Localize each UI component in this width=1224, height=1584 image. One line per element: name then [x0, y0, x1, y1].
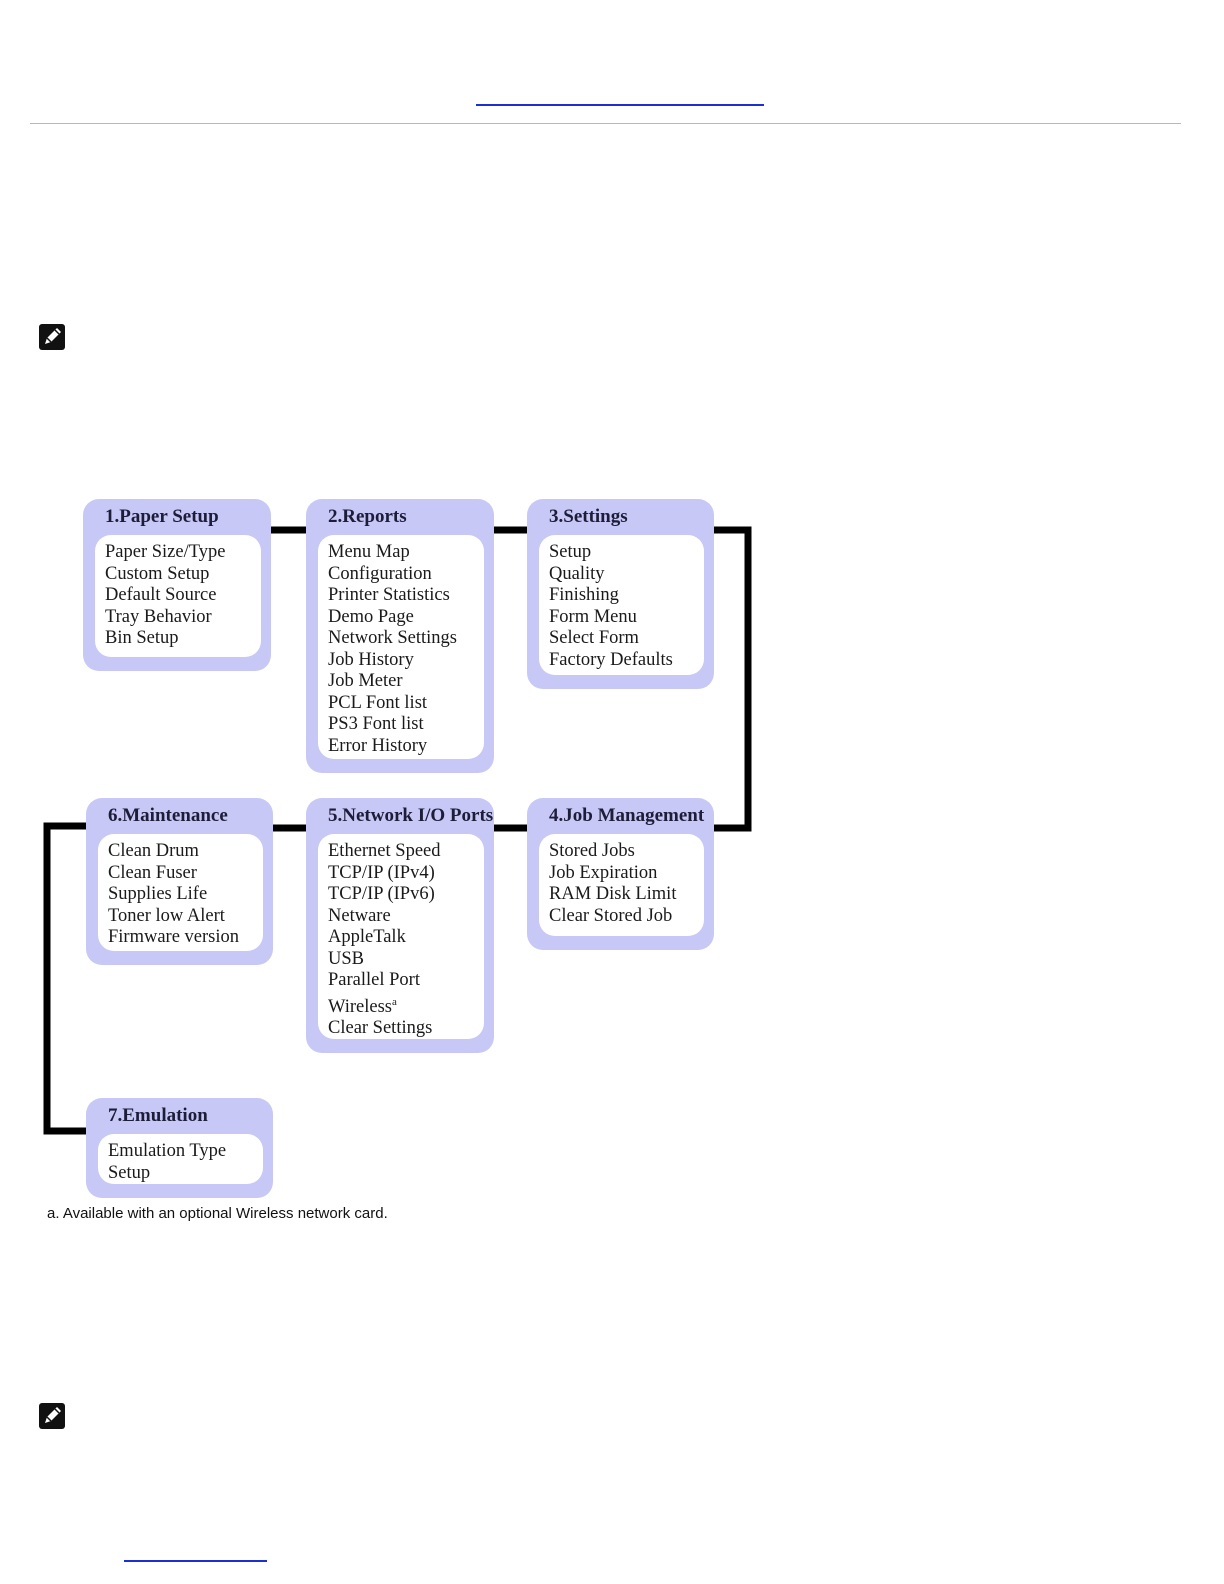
connector-6-7 [43, 822, 90, 1135]
menu-item-list: Setup Quality Finishing Form Menu Select… [539, 535, 704, 675]
horizontal-rule [30, 123, 1181, 124]
menu-item: Firmware version [108, 927, 240, 947]
menu-item-list: Menu Map Configuration Printer Statistic… [318, 535, 484, 759]
menu-item: Parallel Port [328, 970, 420, 990]
footnote: a. Available with an optional Wireless n… [47, 1205, 388, 1222]
menu-item: Printer Statistics [328, 585, 450, 605]
menu-item-list: Clean Drum Clean Fuser Supplies Life Ton… [98, 834, 263, 951]
menu-item: Paper Size/Type [105, 542, 226, 562]
menu-item: Default Source [105, 585, 217, 605]
menu-box-job-management: 4.Job Management Stored Jobs Job Expirat… [527, 798, 714, 950]
menu-item: Custom Setup [105, 563, 210, 584]
connector-3-4 [709, 526, 752, 832]
menu-item: Emulation Type [108, 1141, 227, 1161]
menu-item: TCP/IP (IPv4) [328, 862, 435, 883]
menu-title: 3.Settings [549, 506, 628, 527]
menu-item: Clean Drum [108, 841, 199, 861]
menu-item-list: Ethernet Speed TCP/IP (IPv4) TCP/IP (IPv… [318, 834, 484, 1039]
menu-item: Select Form [549, 628, 639, 648]
menu-item-wireless: Wirelessa [328, 992, 484, 1019]
menu-title: 2.Reports [328, 506, 407, 527]
menu-item: Job Expiration [549, 862, 658, 883]
menu-title: 6.Maintenance [108, 805, 228, 826]
menu-item: PCL Font list [328, 692, 428, 713]
menu-item: Netware [328, 905, 391, 926]
menu-title: 1.Paper Setup [105, 506, 219, 527]
menu-item-list: Emulation Type Setup [98, 1134, 263, 1184]
menu-title: 5.Network I/O Ports [328, 805, 494, 826]
menu-title: 7.Emulation [108, 1105, 208, 1126]
menu-item-list: Stored Jobs Job Expiration RAM Disk Limi… [539, 834, 704, 936]
menu-item: Configuration [328, 563, 432, 584]
menu-item: Form Menu [549, 606, 637, 627]
menu-item: TCP/IP (IPv6) [328, 884, 435, 904]
menu-item: Setup [108, 1162, 151, 1183]
menu-item: Quality [549, 563, 605, 584]
note-pencil-icon [39, 1403, 65, 1429]
menu-item: Ethernet Speed [328, 841, 441, 861]
menu-box-maintenance: 6.Maintenance Clean Drum Clean Fuser Sup… [86, 798, 273, 965]
note-pencil-icon [39, 324, 65, 350]
menu-item: Finishing [549, 585, 619, 605]
menu-item: Toner low Alert [108, 905, 225, 926]
menu-item: RAM Disk Limit [549, 884, 677, 904]
menu-box-settings: 3.Settings Setup Quality Finishing Form … [527, 499, 714, 689]
menu-item: Job Meter [328, 671, 403, 691]
menu-item: Clear Settings [328, 1018, 433, 1039]
menu-item: Setup [549, 542, 592, 562]
menu-item: AppleTalk [328, 927, 406, 947]
bottom-link[interactable] [124, 1536, 267, 1562]
top-link[interactable] [476, 70, 764, 106]
menu-item-list: Paper Size/Type Custom Setup Default Sou… [95, 535, 261, 657]
menu-box-emulation: 7.Emulation Emulation Type Setup [86, 1098, 273, 1198]
menu-item: Supplies Life [108, 884, 208, 904]
menu-item: Tray Behavior [105, 606, 212, 627]
menu-box-network-io-ports: 5.Network I/O Ports Ethernet Speed TCP/I… [306, 798, 494, 1053]
menu-item: PS3 Font list [328, 714, 424, 734]
menu-item-label: Wireless [328, 996, 392, 1017]
menu-item: Clear Stored Job [549, 905, 673, 926]
menu-item: Job History [328, 649, 414, 670]
menu-item: Demo Page [328, 606, 414, 627]
menu-item: USB [328, 948, 364, 969]
menu-item: Error History [328, 735, 428, 756]
menu-box-reports: 2.Reports Menu Map Configuration Printer… [306, 499, 494, 773]
menu-box-paper-setup: 1.Paper Setup Paper Size/Type Custom Set… [83, 499, 271, 671]
menu-item: Network Settings [328, 628, 457, 648]
menu-item: Factory Defaults [549, 649, 673, 670]
menu-title: 4.Job Management [549, 805, 705, 826]
menu-item: Stored Jobs [549, 841, 635, 861]
footnote-marker: a [391, 995, 397, 1008]
menu-item: Bin Setup [105, 628, 179, 648]
menu-item: Clean Fuser [108, 862, 197, 883]
menu-item: Menu Map [328, 542, 410, 562]
